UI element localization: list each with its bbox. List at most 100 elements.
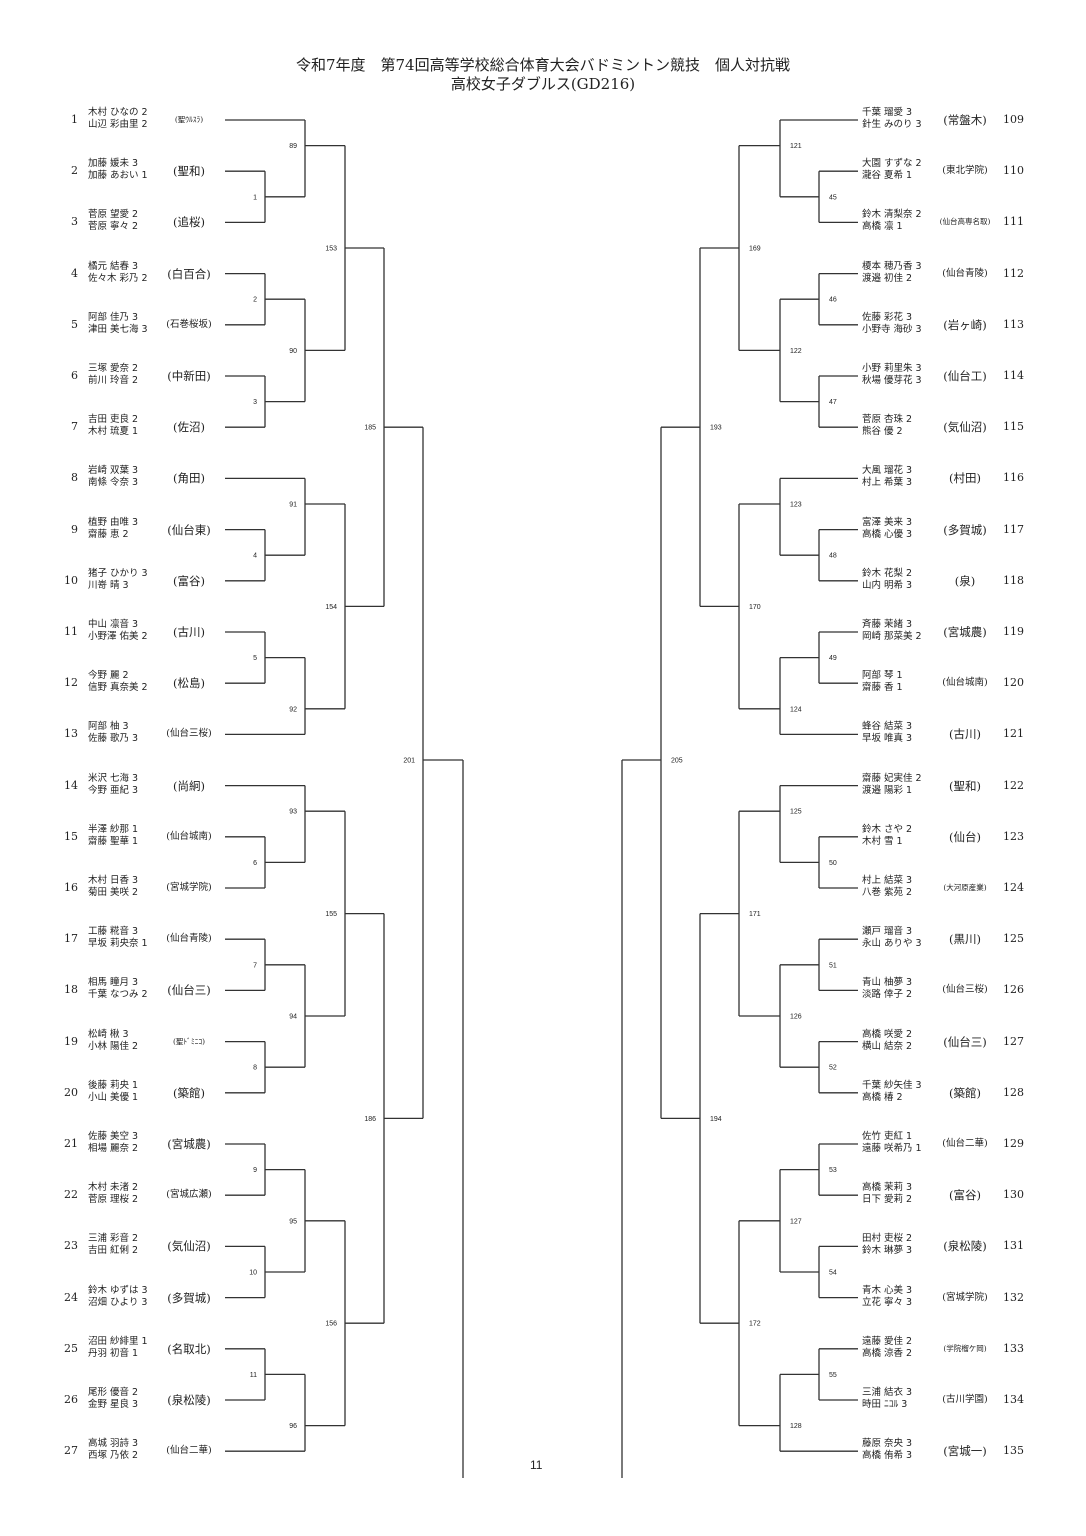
school-name: (古川学園) — [942, 1394, 988, 1405]
player-1: 半澤 紗那 1 — [88, 823, 139, 835]
match-number: 122 — [790, 348, 802, 355]
player-1: 沼田 紗緋里 1 — [88, 1335, 148, 1347]
seed-number: 16 — [64, 881, 78, 894]
player-2: 前川 玲音 2 — [88, 375, 139, 386]
player-2: 岡崎 那菜美 2 — [862, 631, 922, 642]
seed-number: 12 — [64, 676, 78, 690]
player-2: 日下 愛莉 2 — [862, 1194, 913, 1206]
school-name: (聖和) — [949, 778, 981, 793]
seed-number: 4 — [71, 266, 78, 280]
seed-number: 2 — [71, 164, 78, 178]
seed-number: 117 — [1003, 522, 1024, 536]
match-number: 11 — [250, 1372, 257, 1379]
school-name: (角田) — [173, 471, 205, 486]
school-name: (仙台東) — [167, 522, 211, 537]
match-number: 153 — [325, 246, 337, 253]
player-1: 小野 莉里朱 3 — [862, 363, 922, 374]
seed-number: 116 — [1003, 471, 1024, 485]
player-1: 蜂谷 結菜 3 — [862, 721, 913, 733]
match-number: 123 — [790, 502, 802, 509]
player-1: 猪子 ひかり 3 — [88, 567, 148, 579]
school-name: (白百合) — [167, 266, 211, 281]
player-1: 鈴木 清梨奈 2 — [862, 209, 922, 221]
match-number: 94 — [289, 1014, 297, 1021]
school-name: (東北学院) — [942, 165, 988, 177]
player-2: 渡邉 陽彩 1 — [862, 784, 913, 796]
seed-number: 125 — [1003, 932, 1024, 946]
school-name: (気仙沼) — [943, 420, 987, 435]
seed-number: 1 — [71, 113, 78, 126]
school-name: (富谷) — [173, 573, 205, 588]
player-2: 時田 ﾆｺﾙ 3 — [862, 1399, 908, 1410]
player-2: 小野寺 海砂 3 — [862, 323, 922, 335]
player-1: 大風 瑠花 3 — [862, 465, 913, 477]
school-name: (仙台青陵) — [166, 933, 212, 945]
player-1: 三浦 彩音 2 — [88, 1233, 139, 1245]
match-number: 49 — [829, 655, 837, 662]
seed-number: 22 — [64, 1188, 78, 1202]
match-number: 7 — [253, 962, 257, 969]
player-1: 高城 羽詩 3 — [88, 1438, 139, 1450]
match-number: 4 — [253, 553, 257, 560]
school-name: (宮城農) — [943, 625, 987, 639]
player-2: 西塚 乃依 2 — [88, 1450, 139, 1462]
school-name: (石巻桜坂) — [166, 318, 212, 330]
match-number: 89 — [289, 143, 297, 150]
match-number: 186 — [364, 1116, 376, 1123]
school-name: (古川) — [949, 727, 981, 742]
match-number: 92 — [289, 706, 297, 713]
school-name: (中新田) — [167, 369, 211, 383]
seed-number: 111 — [1003, 215, 1024, 229]
player-2: 加藤 あおい 1 — [88, 170, 148, 182]
player-2: 齋藤 恵 2 — [88, 528, 129, 540]
school-name: (気仙沼) — [167, 1239, 211, 1254]
match-number: 171 — [749, 911, 761, 918]
player-1: 後藤 莉央 1 — [88, 1079, 139, 1091]
seed-number: 10 — [64, 573, 78, 587]
seed-number: 21 — [64, 1137, 78, 1150]
school-name: (村田) — [949, 471, 981, 486]
seed-number: 19 — [64, 1034, 78, 1048]
match-number: 91 — [289, 502, 297, 509]
match-number: 121 — [790, 143, 802, 150]
player-2: 菅原 寧々 2 — [88, 221, 139, 233]
match-number: 45 — [829, 194, 837, 201]
player-2: 早坂 唯真 3 — [862, 733, 913, 745]
match-number: 93 — [289, 809, 297, 816]
match-number: 8 — [253, 1065, 257, 1072]
school-name: (泉松陵) — [943, 1239, 987, 1254]
player-1: 榎本 穂乃香 3 — [862, 260, 922, 272]
player-2: 八巻 紫苑 2 — [862, 887, 913, 898]
match-number: 95 — [289, 1218, 297, 1225]
player-1: 大園 すずな 2 — [862, 158, 922, 170]
match-number: 3 — [253, 399, 257, 406]
seed-number: 17 — [64, 932, 78, 946]
match-number: 52 — [829, 1065, 837, 1072]
player-1: 阿部 琴 1 — [862, 670, 903, 682]
seed-number: 25 — [64, 1341, 78, 1355]
player-2: 菅原 理桜 2 — [88, 1194, 139, 1206]
school-name: (仙台二華) — [166, 1445, 212, 1457]
